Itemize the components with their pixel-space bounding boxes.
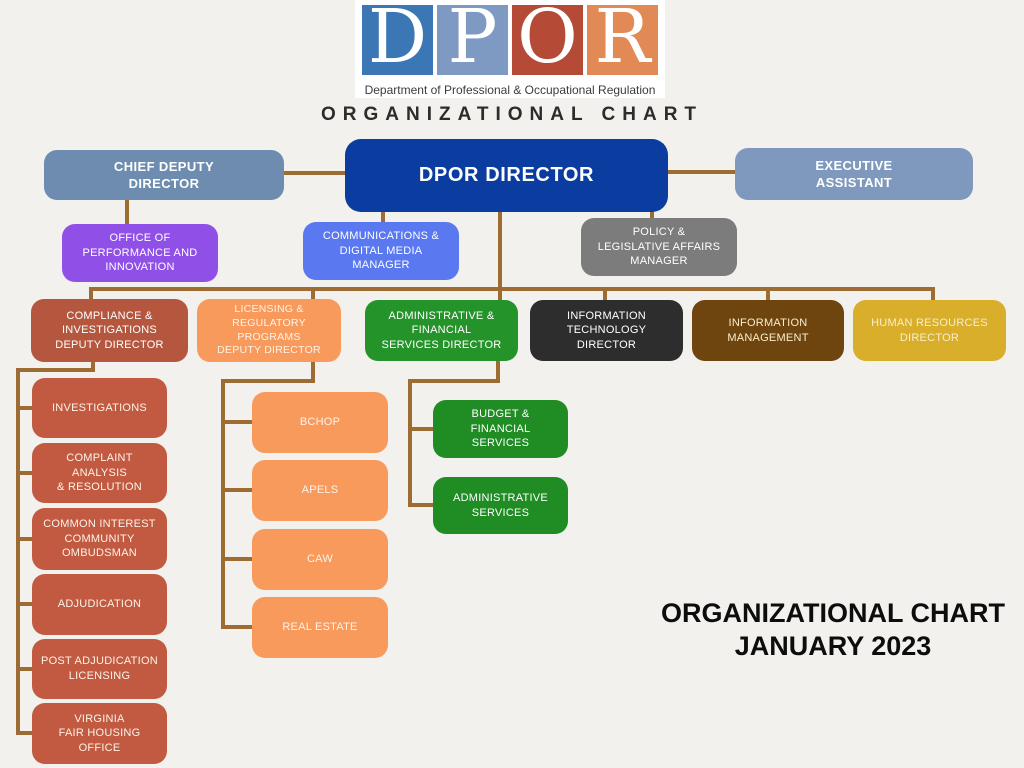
- connector-line: [498, 211, 502, 302]
- connector-line: [668, 170, 735, 174]
- connector-line: [91, 362, 95, 372]
- node-information-management: INFORMATION MANAGEMENT: [692, 300, 844, 361]
- node-information-technology-director: INFORMATION TECHNOLOGY DIRECTOR: [530, 300, 683, 361]
- node-apels: APELS: [252, 460, 388, 521]
- node-policy-legislative-affairs-manager: POLICY & LEGISLATIVE AFFAIRS MANAGER: [581, 218, 737, 276]
- connector-line: [221, 557, 254, 561]
- connector-line: [931, 287, 935, 301]
- node-office-of-performance-and-innovation: OFFICE OF PERFORMANCE AND INNOVATION: [62, 224, 218, 282]
- connector-line: [221, 420, 254, 424]
- connector-line: [16, 537, 34, 541]
- connector-line: [16, 731, 34, 735]
- node-adjudication: ADJUDICATION: [32, 574, 167, 635]
- logo-tile-r: R: [587, 5, 658, 75]
- node-dpor-director: DPOR DIRECTOR: [345, 139, 668, 212]
- connector-line: [125, 199, 129, 225]
- node-bchop: BCHOP: [252, 392, 388, 453]
- node-post-adjudication-licensing: POST ADJUDICATION LICENSING: [32, 639, 167, 699]
- connector-line: [311, 289, 315, 301]
- dpor-logo-tiles: D P O R: [355, 0, 665, 75]
- dpor-logo: D P O R Department of Professional & Occ…: [355, 0, 665, 98]
- connector-line: [381, 211, 385, 223]
- connector-line: [89, 287, 93, 301]
- node-common-interest-community-ombudsman: COMMON INTEREST COMMUNITY OMBUDSMAN: [32, 508, 167, 570]
- node-real-estate: REAL ESTATE: [252, 597, 388, 658]
- logo-tile-d: D: [362, 5, 433, 75]
- connector-line: [766, 289, 770, 301]
- connector-line: [89, 287, 935, 291]
- connector-line: [284, 171, 345, 175]
- logo-tile-p: P: [437, 5, 508, 75]
- node-communications-digital-media-manager: COMMUNICATIONS & DIGITAL MEDIA MANAGER: [303, 222, 459, 280]
- node-chief-deputy-director: CHIEF DEPUTY DIRECTOR: [44, 150, 284, 200]
- connector-line: [221, 379, 315, 383]
- logo-letter-r: R: [594, 5, 651, 75]
- logo-letter-d: D: [367, 5, 428, 75]
- connector-line: [221, 488, 254, 492]
- connector-line: [16, 368, 20, 735]
- logo-letter-o: O: [517, 5, 578, 75]
- node-complaint-analysis-resolution: COMPLAINT ANALYSIS & RESOLUTION: [32, 443, 167, 503]
- logo-tagline: Department of Professional & Occupationa…: [364, 83, 656, 97]
- connector-line: [603, 289, 607, 301]
- logo-letter-p: P: [447, 5, 498, 75]
- connector-line: [16, 667, 34, 671]
- connector-line: [408, 379, 412, 507]
- connector-line: [221, 379, 225, 629]
- connector-line: [16, 471, 34, 475]
- node-caw: CAW: [252, 529, 388, 590]
- connector-line: [311, 362, 315, 381]
- footer-title: ORGANIZATIONAL CHART JANUARY 2023: [623, 597, 1024, 663]
- node-budget-financial-services: BUDGET & FINANCIAL SERVICES: [433, 400, 568, 458]
- node-compliance-investigations-deputy-director: COMPLIANCE & INVESTIGATIONS DEPUTY DIREC…: [31, 299, 188, 362]
- connector-line: [16, 406, 34, 410]
- connector-line: [221, 625, 254, 629]
- connector-line: [496, 360, 500, 381]
- page-title: ORGANIZATIONAL CHART: [320, 104, 704, 125]
- connector-line: [408, 503, 435, 507]
- node-investigations: INVESTIGATIONS: [32, 378, 167, 438]
- footer-title-line1: ORGANIZATIONAL CHART: [661, 598, 1005, 628]
- footer-title-line2: JANUARY 2023: [734, 630, 932, 661]
- connector-line: [16, 368, 95, 372]
- node-virginia-fair-housing-office: VIRGINIA FAIR HOUSING OFFICE: [32, 703, 167, 764]
- node-human-resources-director: HUMAN RESOURCES DIRECTOR: [853, 300, 1006, 361]
- node-licensing-regulatory-programs-deputy-director: LICENSING & REGULATORY PROGRAMS DEPUTY D…: [197, 299, 341, 362]
- node-administrative-services: ADMINISTRATIVE SERVICES: [433, 477, 568, 534]
- node-administrative-financial-services-director: ADMINISTRATIVE & FINANCIAL SERVICES DIRE…: [365, 300, 518, 361]
- connector-line: [16, 602, 34, 606]
- connector-line: [650, 211, 654, 220]
- logo-tile-o: O: [512, 5, 583, 75]
- connector-line: [408, 379, 500, 383]
- node-executive-assistant: EXECUTIVE ASSISTANT: [735, 148, 973, 200]
- connector-line: [408, 427, 435, 431]
